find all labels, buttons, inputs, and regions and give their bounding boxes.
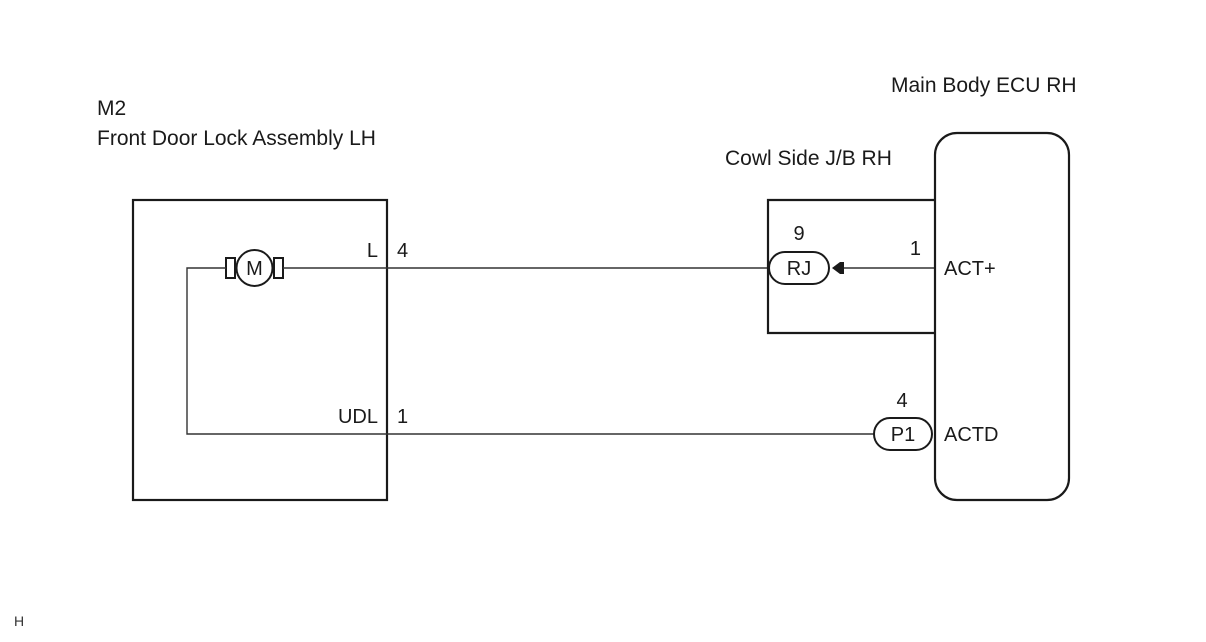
ecu-terminal-actd: ACTD	[944, 424, 998, 446]
motor-icon: M	[225, 249, 284, 287]
p1-pin-number: 4	[896, 390, 907, 412]
p1-connector-label: P1	[891, 424, 915, 446]
female-terminal-icon	[832, 262, 844, 274]
door-lock-name: Front Door Lock Assembly LH	[97, 127, 376, 150]
ecu-name: Main Body ECU RH	[891, 74, 1077, 97]
pin-number-4: 4	[397, 240, 408, 262]
jb-ecu-pin: 1	[910, 238, 921, 260]
internal-wire	[186, 267, 387, 435]
junction-block-name: Cowl Side J/B RH	[725, 147, 892, 170]
door-lock-code: M2	[97, 97, 126, 120]
junction-block-box	[766, 198, 935, 335]
pin-number-1: 1	[397, 406, 408, 428]
door-lock-box	[131, 198, 389, 502]
footer-mark: H	[14, 613, 24, 629]
rj-connector-label: RJ	[787, 258, 811, 280]
rj-pin-number: 9	[793, 223, 804, 245]
pin-name-udl: UDL	[338, 406, 378, 428]
pin-name-l: L	[367, 240, 378, 262]
ecu-box	[933, 131, 1071, 502]
motor-label: M	[246, 258, 263, 280]
p1-connector	[873, 417, 933, 451]
ecu-terminal-act-plus: ACT+	[944, 258, 996, 280]
rj-connector	[768, 251, 830, 285]
